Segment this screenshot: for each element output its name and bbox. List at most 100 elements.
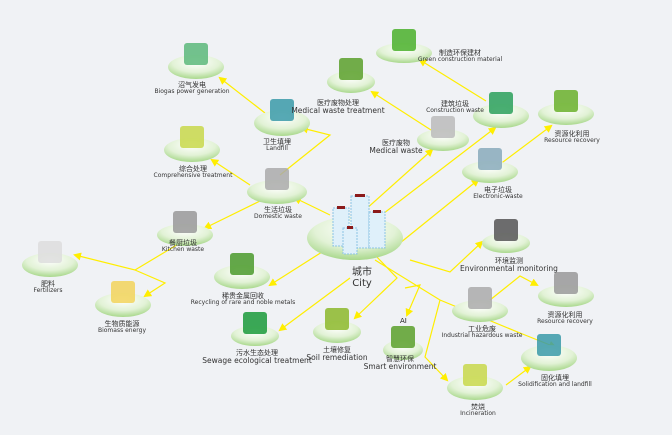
node-resource2 [538, 272, 594, 307]
node-base [538, 103, 594, 125]
node-base [376, 43, 432, 63]
factory-icon [230, 253, 254, 275]
flow-arrow [370, 90, 432, 131]
flow-arrow [134, 269, 167, 298]
label-zh: 医疗废物处理 [316, 99, 359, 107]
node-base [214, 265, 270, 289]
flow-arrow [218, 76, 266, 114]
barrel-icon [111, 281, 135, 303]
ai-globe-icon: AI [391, 317, 415, 348]
node-metals [214, 253, 270, 289]
flow-arrow [293, 197, 331, 216]
label-en: Medical waste [369, 146, 423, 156]
buildings-icon [332, 194, 386, 255]
flow-arrow [399, 178, 480, 244]
flow-arrow [210, 158, 251, 186]
node-resource1 [538, 90, 594, 125]
chimney-icon [463, 364, 487, 386]
node-city [307, 194, 403, 260]
label-zh: 综合处理 [178, 165, 207, 173]
label-zh: 土壤修复 [322, 346, 351, 354]
label-en: Resource recovery [537, 318, 593, 326]
label-en: Comprehensive treatment [153, 172, 233, 180]
node-landfill [254, 99, 310, 136]
chef-icon [173, 211, 197, 233]
label-zh: 工业危废 [467, 325, 496, 333]
node-base [254, 110, 310, 136]
node-incineration [447, 364, 503, 400]
label-zh: 污水生态处理 [236, 349, 278, 357]
label-en: Kitchen waste [161, 246, 205, 254]
node-solidification [521, 334, 577, 371]
label-zh: 生物质能源 [104, 320, 140, 328]
rubble-icon [489, 92, 513, 114]
label-zh: 智慧环保 [386, 355, 414, 363]
node-biomass [95, 281, 151, 317]
power-tower-icon [184, 43, 208, 65]
label-zh: 生活垃圾 [264, 206, 292, 214]
treatment-plant-icon [180, 126, 204, 148]
node-base [417, 129, 469, 151]
node-base [247, 180, 307, 204]
label-zh: 环境监测 [495, 257, 523, 265]
node-domestic [247, 168, 307, 204]
label-zh: 固化填埋 [541, 374, 569, 382]
node-base [157, 224, 213, 246]
node-green [376, 29, 432, 63]
label-zh: 资源化利用 [547, 311, 583, 319]
medical-bin-icon [431, 116, 455, 138]
label-en: Solidification and landfill [518, 381, 592, 389]
flow-arrow [489, 275, 539, 301]
label-zh: 卫生填埋 [263, 138, 291, 146]
node-biogas [168, 43, 224, 79]
node-monitoring [482, 219, 530, 253]
node-sewage [231, 312, 279, 346]
flow-arrow [505, 365, 532, 386]
label-zh: 资源化利用 [554, 130, 590, 138]
label-en: Construction waste [426, 107, 484, 115]
label-en: Electronic-waste [473, 193, 523, 201]
node-industrial [452, 287, 508, 322]
node-base [22, 253, 78, 277]
flow-arrow [494, 124, 553, 169]
recycle-bin-icon [554, 272, 578, 294]
node-base [95, 293, 151, 317]
computer-icon [478, 148, 502, 170]
label-en: Biomass energy [97, 327, 147, 335]
label-zh: 肥料 [40, 280, 55, 288]
monitor-icon [494, 219, 518, 241]
label-zh: 餐厨垃圾 [169, 239, 197, 247]
node-base [164, 138, 220, 162]
label-en: Smart environment [363, 362, 437, 372]
flow-arrow [268, 251, 323, 287]
node-electronic [462, 148, 518, 183]
excavator-icon [270, 99, 294, 121]
hazard-tank-icon [468, 287, 492, 309]
label-en: Fertilizers [33, 287, 63, 295]
medical-plant-icon [339, 58, 363, 80]
label-en: Recycling of rare and noble metals [190, 299, 296, 307]
label-zh: 城市 [352, 267, 372, 278]
flow-arrow [404, 284, 422, 317]
node-kitchen [157, 211, 213, 246]
flow-arrow [364, 148, 434, 211]
node-base [521, 345, 577, 371]
excavator-icon [537, 334, 561, 356]
label-zh: 稀贵金属回收 [222, 292, 264, 300]
node-soil [313, 308, 361, 343]
label-en: Incineration [460, 410, 496, 418]
